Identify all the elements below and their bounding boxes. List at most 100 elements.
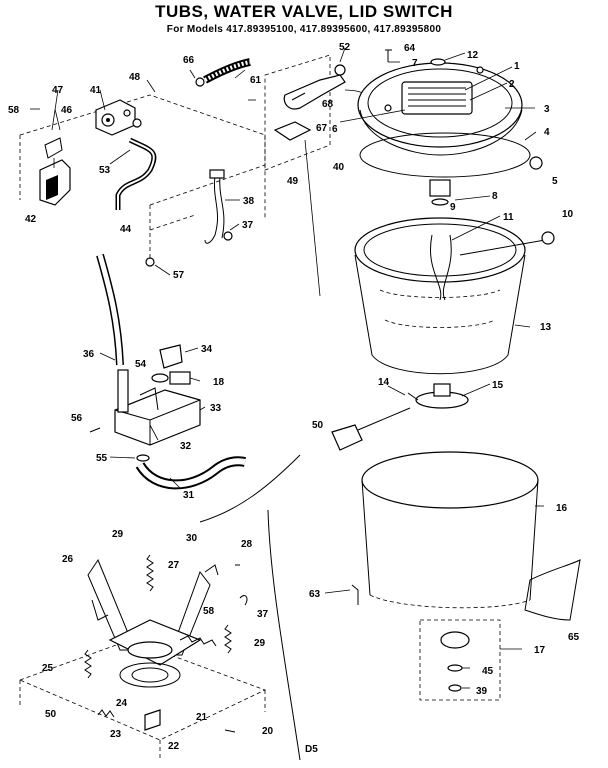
label-29b: 29 — [254, 638, 266, 649]
label-20: 20 — [262, 726, 274, 737]
label-3: 3 — [544, 104, 550, 115]
label-34: 34 — [201, 344, 213, 355]
label-46: 46 — [61, 105, 73, 116]
hook-63 — [351, 584, 359, 605]
leader-lines — [30, 47, 544, 689]
tub-cover-3 — [357, 62, 523, 156]
label-56: 56 — [71, 413, 83, 424]
label-5: 5 — [552, 176, 558, 187]
label-52: 52 — [339, 42, 351, 53]
label-63: 63 — [309, 589, 321, 600]
base-plate-24 — [108, 619, 202, 688]
clip-37 — [239, 595, 248, 606]
frame-curve — [267, 509, 301, 761]
label-23: 23 — [110, 729, 122, 740]
label-26: 26 — [62, 554, 74, 565]
tub-flap-65 — [524, 559, 581, 621]
label-45: 45 — [482, 666, 494, 677]
arc-line — [199, 454, 301, 523]
label-65: 65 — [568, 632, 580, 643]
label-6: 6 — [332, 124, 338, 135]
foot-22 — [144, 709, 161, 731]
label-48: 48 — [129, 72, 141, 83]
label-58a: 58 — [8, 105, 20, 116]
label-32: 32 — [180, 441, 192, 452]
fill-hose-44 — [115, 137, 157, 210]
diagram-title: TUBS, WATER VALVE, LID SWITCH — [155, 2, 453, 21]
tub-bracket-58 — [331, 407, 411, 451]
label-16: 16 — [556, 503, 568, 514]
hose-31 — [135, 456, 246, 490]
lid-switch-42 — [39, 137, 71, 206]
label-29a: 29 — [112, 529, 124, 540]
pump-box-17 — [419, 619, 501, 701]
label-55: 55 — [96, 453, 108, 464]
agitator-parts-8-9 — [429, 179, 451, 206]
dispenser-box-40 — [264, 54, 331, 171]
part-14 — [407, 392, 419, 401]
label-37a: 37 — [242, 220, 254, 231]
base-frame — [18, 639, 267, 760]
label-42: 42 — [25, 214, 37, 225]
label-67: 67 — [316, 123, 328, 134]
label-12: 12 — [467, 50, 479, 61]
clamp-57 — [145, 257, 155, 267]
label-39: 39 — [476, 686, 488, 697]
wiring-harness-38 — [204, 169, 233, 244]
spin-basket-13 — [354, 217, 546, 375]
footer-code: D5 — [305, 744, 318, 755]
tub-ring-4 — [359, 132, 531, 178]
label-9: 9 — [450, 202, 456, 213]
dispenser-68 — [283, 64, 346, 110]
suspension-arms-26 — [87, 558, 211, 656]
label-54: 54 — [135, 359, 147, 370]
label-8: 8 — [492, 191, 498, 202]
pin-10 — [541, 231, 555, 245]
water-valve — [95, 99, 142, 136]
label-17: 17 — [534, 645, 546, 656]
label-31: 31 — [183, 490, 195, 501]
label-13: 13 — [540, 322, 552, 333]
snubber-5 — [529, 156, 543, 170]
label-24: 24 — [116, 698, 128, 709]
label-44: 44 — [120, 224, 132, 235]
label-64: 64 — [404, 43, 416, 54]
label-50b: 50 — [312, 420, 324, 431]
label-10: 10 — [562, 209, 574, 220]
diagram-subtitle: For Models 417.89395100, 417.89395600, 4… — [166, 24, 442, 35]
label-28: 28 — [241, 539, 253, 550]
label-36: 36 — [83, 349, 95, 360]
label-21: 21 — [196, 712, 208, 723]
label-4: 4 — [544, 127, 550, 138]
label-25: 25 — [42, 663, 54, 674]
bracket-18 — [169, 371, 191, 385]
springs — [84, 554, 232, 718]
label-22: 22 — [168, 741, 180, 752]
inlet-hose-61 — [195, 58, 251, 87]
label-14: 14 — [378, 377, 390, 388]
label-37b: 37 — [257, 609, 269, 620]
label-50a: 50 — [45, 709, 57, 720]
label-18: 18 — [213, 377, 225, 388]
pump-33 — [114, 369, 201, 446]
label-57: 57 — [173, 270, 185, 281]
screw-12 — [430, 58, 446, 66]
outer-tub-16 — [361, 451, 539, 609]
washer-54 — [151, 373, 169, 383]
label-58b: 58 — [203, 606, 215, 617]
bolt-64 — [385, 49, 392, 62]
label-11: 11 — [503, 212, 514, 223]
screw-56 — [89, 427, 101, 433]
drain-hose-36 — [96, 253, 124, 366]
label-33: 33 — [210, 403, 222, 414]
drive-hub-15 — [415, 383, 469, 409]
part-20 — [224, 729, 236, 733]
cabinet-frame-dashed — [19, 94, 266, 260]
label-2: 2 — [509, 79, 515, 90]
label-47: 47 — [52, 85, 64, 96]
label-30: 30 — [186, 533, 198, 544]
gasket-67 — [273, 121, 312, 141]
label-40: 40 — [333, 162, 345, 173]
clamp-55 — [136, 454, 150, 462]
